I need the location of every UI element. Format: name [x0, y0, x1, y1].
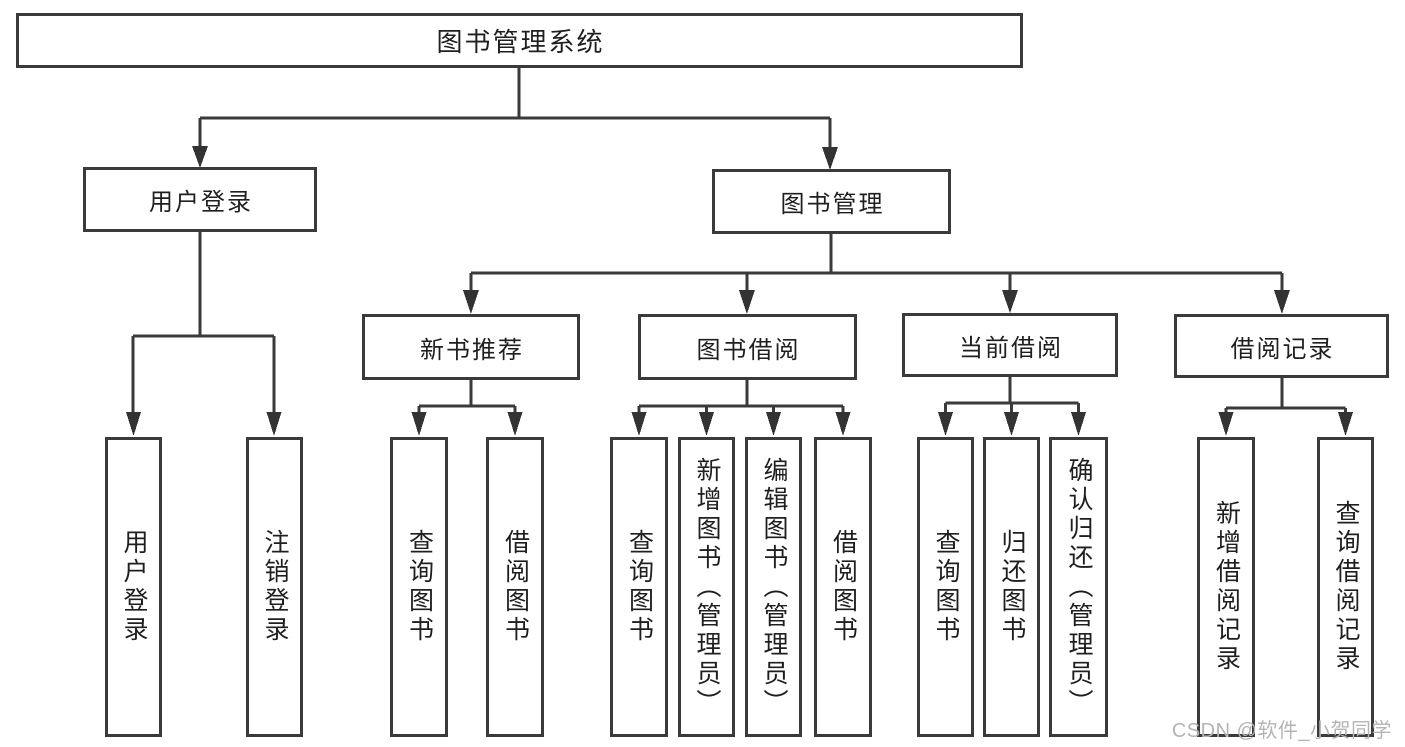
node-leaf-query-borrow-record: 查询借阅记录 — [1317, 437, 1374, 737]
node-label: 归还图书 — [998, 529, 1026, 645]
csdn-watermark: CSDN @软件_小贺同学 — [1171, 720, 1392, 742]
node-book-borrowing: 图书借阅 — [638, 314, 857, 380]
node-label: 用户登录 — [149, 189, 253, 216]
node-label: 新书推荐 — [420, 336, 524, 364]
node-leaf-add-borrow-record: 新增借阅记录 — [1197, 437, 1255, 737]
node-leaf-borrow-books-1: 借阅图书 — [486, 437, 544, 737]
node-user-login-group: 用户登录 — [83, 167, 317, 232]
node-leaf-query-books-2: 查询图书 — [610, 437, 668, 737]
node-label: 借阅图书 — [829, 529, 858, 645]
node-book-management: 图书管理 — [712, 169, 951, 234]
node-label: 当前借阅 — [959, 334, 1063, 362]
node-leaf-return-books: 归还图书 — [983, 437, 1040, 737]
node-leaf-confirm-return-admin: 确认归还（管理员） — [1049, 437, 1108, 737]
node-label: 借阅图书 — [501, 529, 530, 645]
node-label: 图书管理 — [780, 191, 885, 218]
node-leaf-query-books-3: 查询图书 — [917, 437, 974, 737]
node-leaf-edit-books-admin: 编辑图书（管理员） — [745, 437, 802, 737]
node-borrowing-records: 借阅记录 — [1174, 314, 1389, 378]
node-label: 确认归还（管理员） — [1065, 456, 1093, 718]
node-label: 借阅记录 — [1230, 335, 1335, 363]
node-new-book-recommend: 新书推荐 — [362, 314, 580, 380]
node-label: 图书管理系统 — [436, 27, 605, 57]
node-leaf-query-books-1: 查询图书 — [390, 437, 448, 737]
node-current-borrowing: 当前借阅 — [902, 313, 1118, 377]
node-label: 注销登录 — [261, 529, 289, 645]
node-label: 新增图书（管理员） — [693, 456, 721, 718]
node-label: 编辑图书（管理员） — [760, 456, 788, 718]
node-leaf-add-books-admin: 新增图书（管理员） — [678, 437, 735, 737]
node-label: 查询借阅记录 — [1332, 500, 1360, 674]
node-label: 用户登录 — [120, 529, 148, 645]
node-leaf-user-login: 用户登录 — [105, 437, 162, 737]
node-leaf-borrow-books-2: 借阅图书 — [814, 437, 872, 737]
node-label: 查询图书 — [405, 529, 434, 645]
node-leaf-logout: 注销登录 — [246, 437, 303, 737]
node-label: 新增借阅记录 — [1212, 500, 1241, 674]
node-book-management-system: 图书管理系统 — [16, 13, 1023, 68]
node-label: 查询图书 — [932, 529, 960, 645]
node-label: 图书借阅 — [696, 336, 801, 364]
node-label: 查询图书 — [625, 529, 654, 645]
